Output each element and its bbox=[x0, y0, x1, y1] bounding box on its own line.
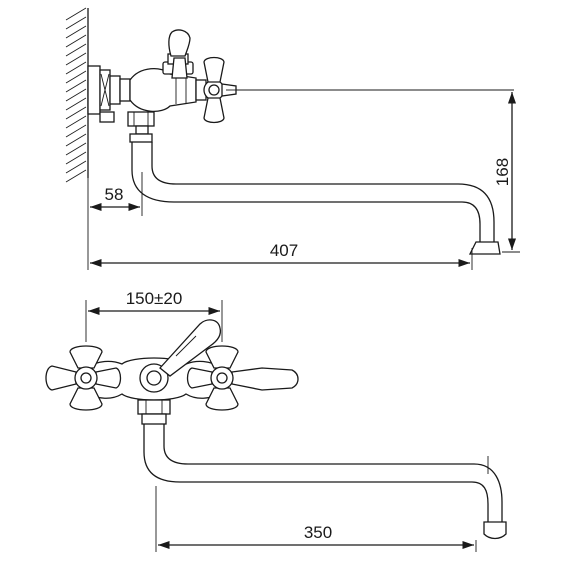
wall-hatch-line bbox=[65, 106, 87, 120]
wall-hatch-line bbox=[65, 169, 87, 183]
reach-dimension: 407 bbox=[87, 178, 473, 270]
wall-hatch-line bbox=[65, 52, 87, 66]
wall-hatch-line bbox=[65, 88, 87, 102]
wall-hatch-line bbox=[65, 70, 87, 84]
wall-hatch-line bbox=[65, 97, 87, 111]
spout-nut-front bbox=[137, 399, 171, 425]
lever-handle-front bbox=[159, 319, 222, 377]
height-dimension: 168 bbox=[493, 92, 520, 253]
spout-length-dimension: 350 bbox=[155, 456, 489, 552]
wall-hatch-line bbox=[65, 61, 87, 75]
wall-hatch-line bbox=[65, 115, 87, 129]
faucet-body-side bbox=[129, 53, 207, 112]
dimension-label-height: 168 bbox=[493, 158, 512, 186]
wall-offset-dimension: 58 bbox=[90, 172, 143, 216]
wall-hatch-line bbox=[65, 7, 87, 21]
wall-hatch-line bbox=[65, 124, 87, 138]
spout-nut-side bbox=[127, 111, 155, 143]
wall-hatch-line bbox=[65, 43, 87, 57]
spout-pipe-front bbox=[143, 424, 507, 540]
front-view: 150±20 bbox=[45, 289, 507, 552]
wall-section bbox=[65, 7, 89, 183]
wall-hatch-line bbox=[65, 160, 87, 174]
dimension-label-centers: 150±20 bbox=[126, 289, 183, 308]
dimension-label-reach: 407 bbox=[270, 241, 298, 260]
cross-handle-side bbox=[203, 56, 238, 124]
faucet-body-front bbox=[85, 357, 223, 401]
wall-flange bbox=[87, 65, 131, 123]
wall-hatch-line bbox=[65, 151, 87, 165]
wall-hatch-line bbox=[65, 142, 87, 156]
wall-hatch-line bbox=[65, 79, 87, 93]
wall-hatch-line bbox=[65, 25, 87, 39]
wall-hatch-line bbox=[65, 16, 87, 30]
center-distance-dimension: 150±20 bbox=[85, 289, 223, 342]
side-view: 168 58 407 bbox=[65, 7, 520, 270]
dimension-label-spout-length: 350 bbox=[304, 523, 332, 542]
lever-handle-side bbox=[168, 29, 191, 79]
wall-hatch-line bbox=[65, 34, 87, 48]
spout-pipe-side bbox=[131, 142, 501, 255]
cross-handle-left-front bbox=[45, 345, 122, 411]
wall-hatch-line bbox=[65, 133, 87, 147]
dimension-label-wall-offset: 58 bbox=[105, 185, 124, 204]
cross-handle-right-front bbox=[186, 345, 299, 411]
